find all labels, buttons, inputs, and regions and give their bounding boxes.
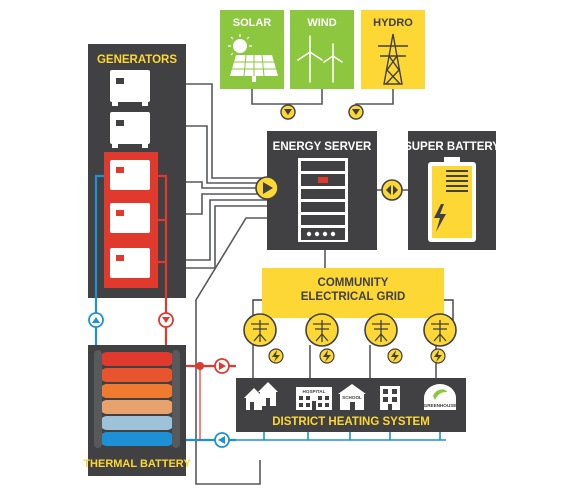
lightning-icon	[319, 348, 335, 364]
greenhouse-icon: GREENHOUSE	[424, 384, 457, 410]
community-grid-panel: COMMUNITY ELECTRICAL GRID	[262, 268, 444, 318]
generator-icon	[110, 70, 150, 106]
pipe-junction	[196, 362, 204, 370]
power-pole-icon	[364, 313, 398, 347]
school-icon: SCHOOL	[338, 384, 366, 410]
grid-title-line2: ELECTRICAL GRID	[301, 291, 406, 303]
energy-server-panel: ENERGY SERVER	[267, 131, 377, 250]
sun-icon	[228, 34, 252, 56]
lightning-icon	[387, 348, 403, 364]
generator-icon	[110, 203, 150, 233]
super-battery-title: SUPER BATTERY	[404, 141, 500, 153]
up-arrow-icon	[88, 312, 104, 328]
generators-title: GENERATORS	[97, 54, 177, 66]
power-connectors	[186, 83, 394, 485]
super-battery-panel: SUPER BATTERY	[404, 131, 500, 250]
thermal-tank-icon	[94, 350, 180, 448]
play-arrow-icon	[214, 358, 230, 374]
generator-icon	[110, 160, 150, 190]
server-rack-icon	[298, 158, 348, 242]
wind-label: WIND	[307, 17, 336, 29]
greenhouse-label: GREENHOUSE	[424, 403, 457, 408]
grid-title-line1: COMMUNITY	[318, 277, 389, 289]
down-arrow-icon	[348, 104, 364, 120]
hospital-label: HOSPITAL	[303, 389, 326, 394]
return-pipes	[236, 432, 446, 441]
generators-panel: GENERATORS	[88, 44, 186, 298]
down-arrow-icon	[158, 312, 174, 328]
lightning-icon	[268, 348, 284, 364]
power-pole-icon	[243, 313, 277, 347]
wind-source: WIND	[290, 10, 354, 89]
lightning-icon	[434, 204, 446, 232]
district-heating-panel: HOSPITAL SCHOOL GREENHOUSE	[236, 378, 466, 432]
lightning-icon	[430, 348, 446, 364]
solar-source: SOLAR	[220, 10, 284, 89]
wind-turbine-icon	[297, 35, 343, 83]
district-heating-title: DISTRICT HEATING SYSTEM	[272, 416, 430, 428]
energy-server-title: ENERGY SERVER	[273, 141, 372, 153]
house-icon	[244, 382, 278, 410]
power-pole-icon	[305, 313, 339, 347]
thermal-battery-panel: THERMAL BATTERY	[83, 345, 191, 476]
solar-label: SOLAR	[233, 17, 272, 29]
apartment-icon	[380, 386, 400, 410]
hospital-icon: HOSPITAL	[296, 387, 332, 410]
generator-icon	[110, 112, 150, 148]
thermal-battery-title: THERMAL BATTERY	[83, 458, 191, 470]
bidirectional-arrow-icon	[381, 179, 403, 201]
hydro-source: HYDRO	[361, 10, 425, 89]
play-arrow-icon	[255, 176, 279, 200]
left-arrow-icon	[214, 432, 230, 448]
power-pole-icon	[423, 313, 457, 347]
transmission-tower-icon	[378, 33, 408, 85]
generator-icon	[110, 248, 150, 278]
down-arrow-icon	[280, 104, 296, 120]
solar-panel-icon	[230, 54, 278, 82]
hydro-label: HYDRO	[373, 17, 413, 29]
school-label: SCHOOL	[342, 395, 362, 400]
battery-icon	[428, 157, 476, 242]
